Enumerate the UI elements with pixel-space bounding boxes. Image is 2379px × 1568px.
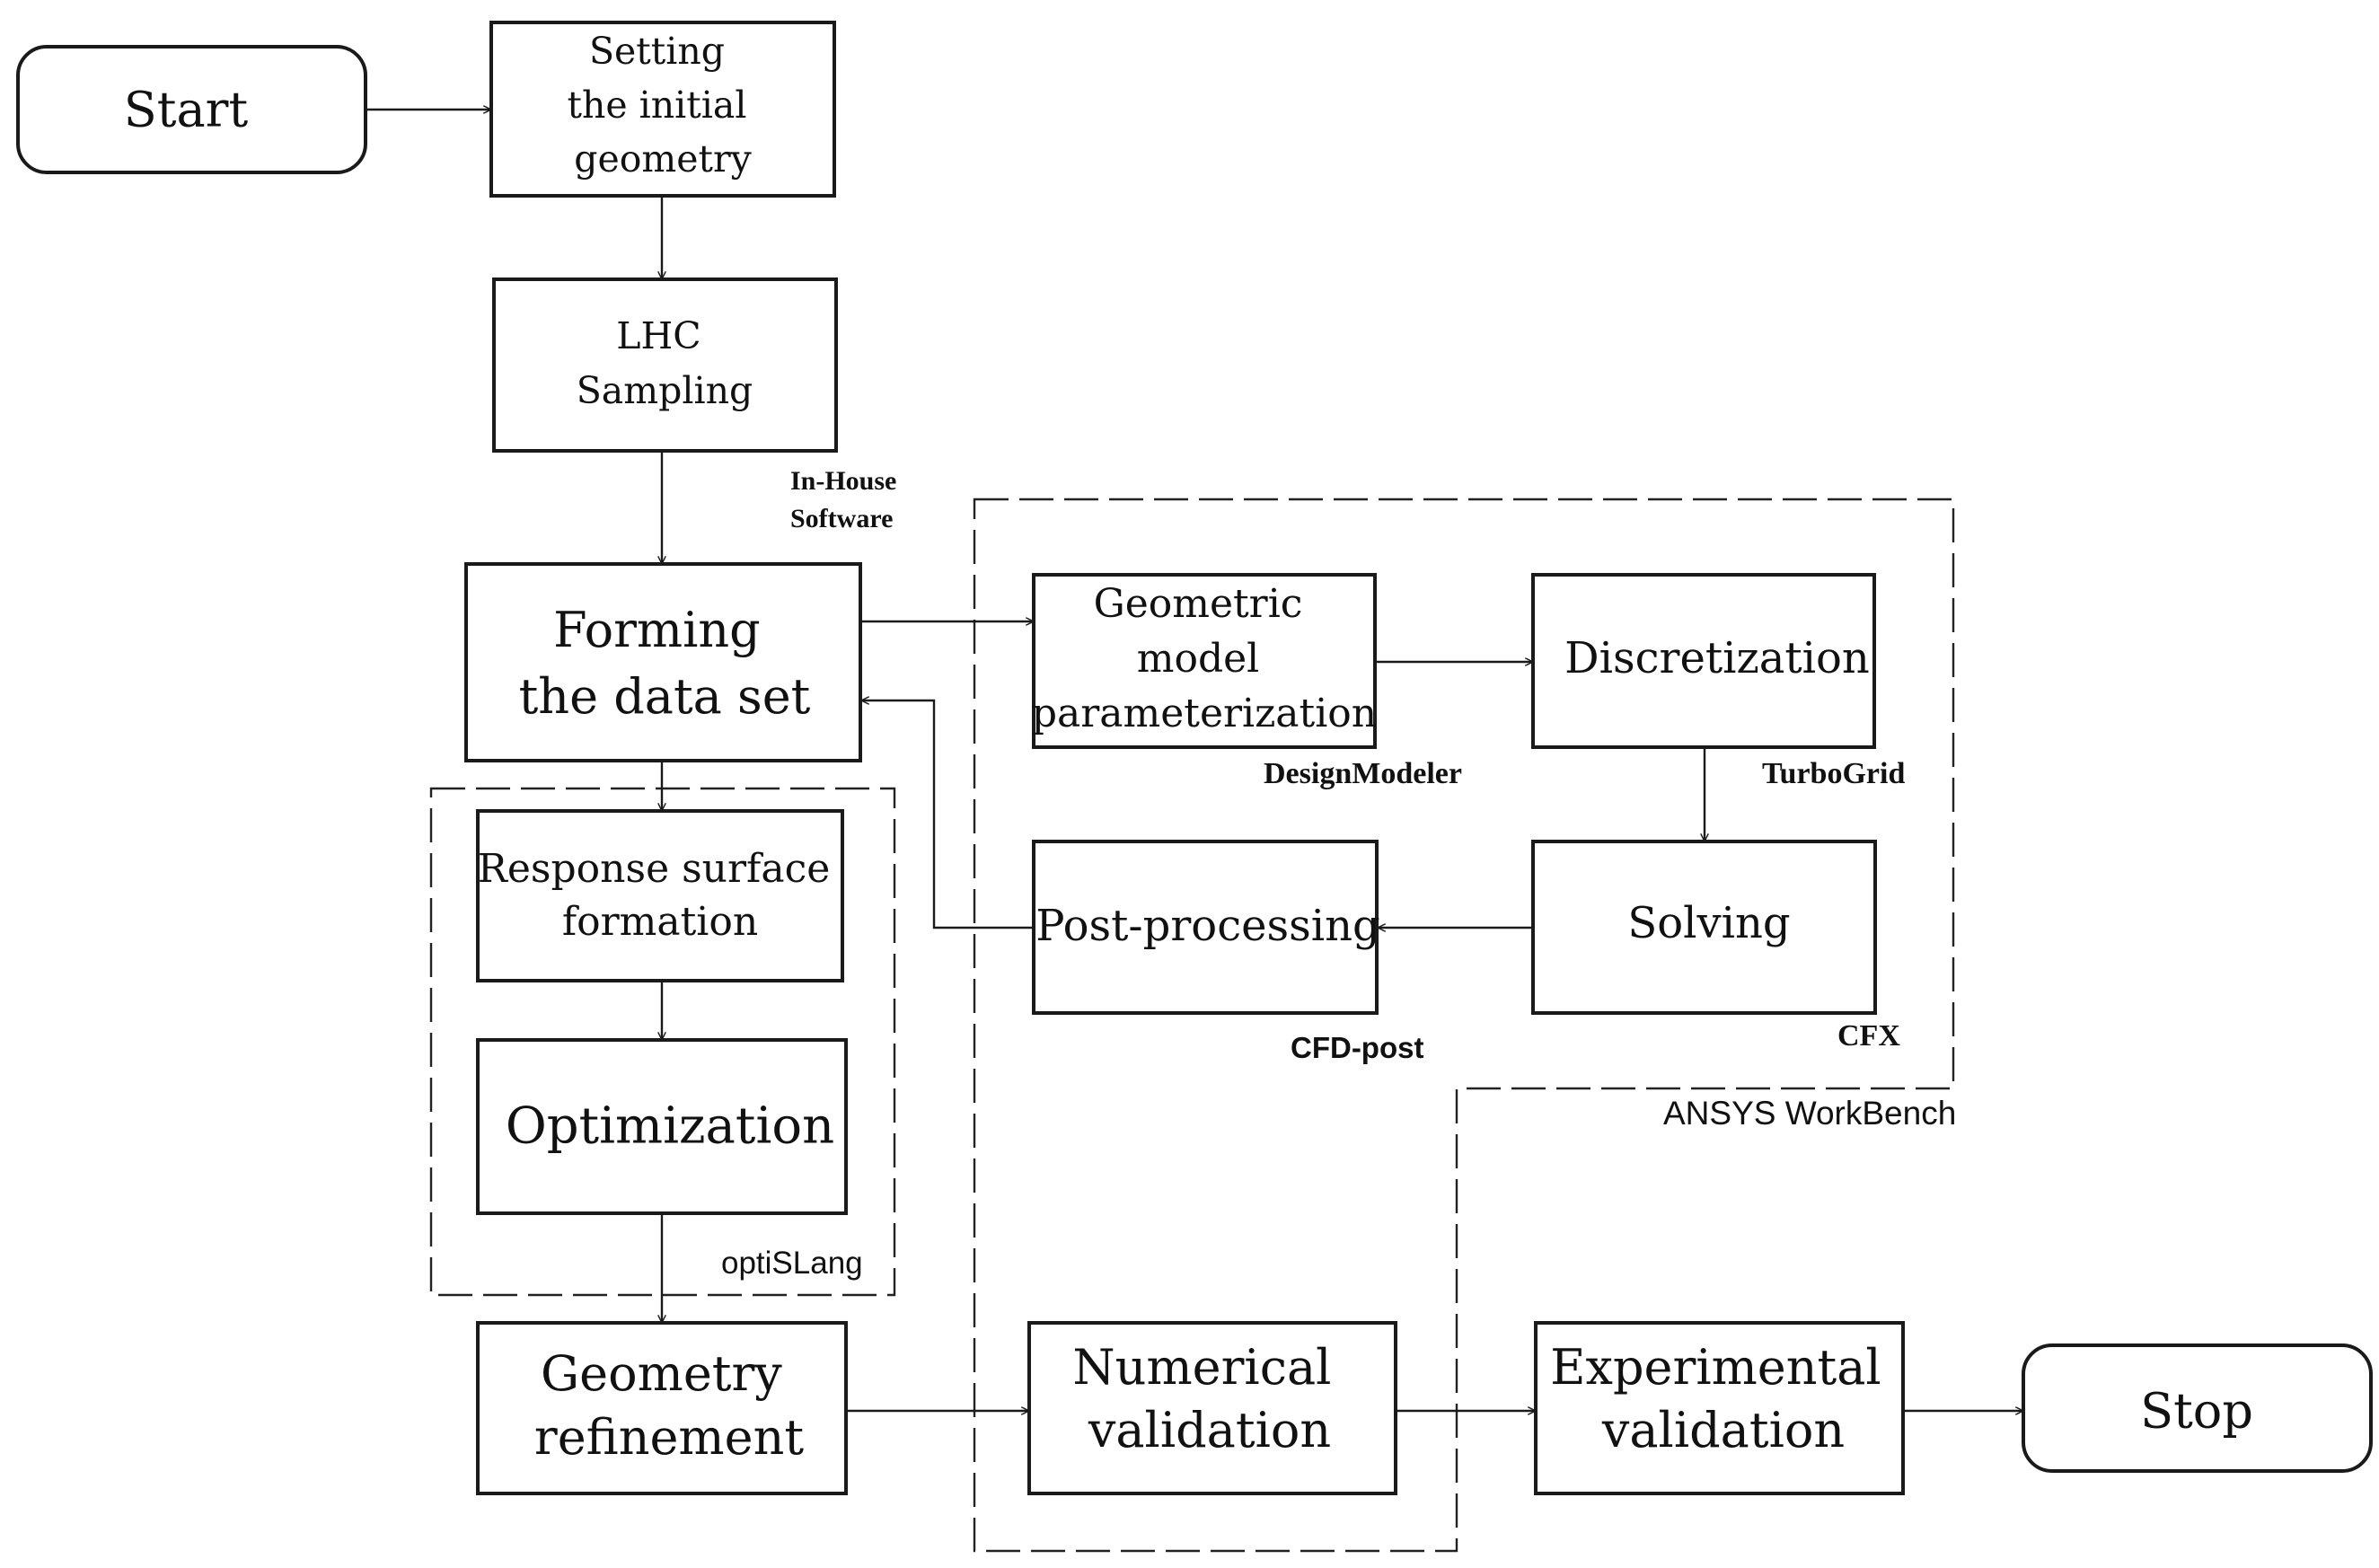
response-label: Response surface formation (478, 846, 843, 945)
ansys-workbench-boundary (973, 498, 1955, 1553)
lhc-sampling-box (492, 277, 838, 453)
experimental-validation-box (1534, 1321, 1905, 1495)
geometric-model-label: Geometric model parameterization (1032, 581, 1377, 736)
numerical-validation-box (1027, 1321, 1397, 1495)
optislang-label: optiSLang (721, 1246, 863, 1281)
optimization-box (476, 1038, 848, 1215)
forming-data-set-box (464, 562, 862, 762)
stop-label: Stop (2140, 1383, 2253, 1440)
solving-label: Solving (1627, 898, 1790, 948)
start-label: Start (124, 82, 249, 138)
geometry-refinement-box (476, 1321, 848, 1495)
optimization-label: Optimization (506, 1097, 834, 1156)
geometry-refinement-label: Geometry refinement (534, 1345, 804, 1466)
post-processing-box (1032, 840, 1379, 1015)
numerical-validation-label: Numerical validation (1072, 1339, 1346, 1458)
start-node (16, 45, 367, 174)
designmodeler-label: DesignModeler (1264, 757, 1462, 790)
setting-initial-geometry-box (489, 21, 836, 198)
experimental-validation-label: Experimental validation (1550, 1339, 1897, 1458)
cfx-label: CFX (1837, 1019, 1900, 1053)
turbogrid-label: TurboGrid (1762, 757, 1905, 790)
in-house-software-label: In-House Software (790, 466, 903, 533)
geometric-model-box (1032, 573, 1377, 749)
forming-label: Forming the data set (519, 602, 811, 725)
stop-node (2022, 1343, 2373, 1473)
cfd-post-label: CFD-post (1291, 1031, 1423, 1064)
connectors (366, 110, 2022, 1411)
arrow-post-processing-to-forming (862, 700, 1033, 929)
discretization-box (1531, 573, 1876, 749)
post-processing-label: Post-processing (1035, 901, 1380, 951)
setting-label: Setting the initial geometry (567, 30, 758, 181)
response-surface-box (476, 809, 844, 982)
ansys-workbench-label: ANSYS WorkBench (1663, 1095, 1956, 1132)
solving-box (1531, 840, 1877, 1015)
lhc-label: LHC Sampling (577, 314, 753, 412)
discretization-label: Discretization (1564, 633, 1870, 683)
